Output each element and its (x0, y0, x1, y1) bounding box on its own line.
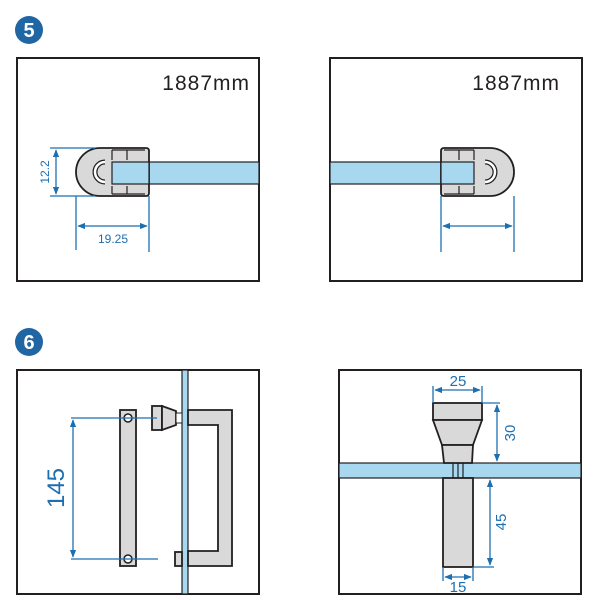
profile-seal (75, 147, 150, 197)
bottom-height-dimension: 45 (473, 479, 510, 568)
height-label: 12.2 (38, 160, 52, 184)
length-label: 1887mm (472, 72, 560, 95)
length-label: 1887mm (162, 72, 250, 95)
glass-panel (181, 369, 189, 595)
bottom-width-label: 15 (450, 579, 467, 596)
handle-side-panel: 25 30 45 15 (338, 369, 582, 596)
top-width-dimension: 25 (432, 373, 483, 403)
step-number: 5 (23, 20, 34, 42)
top-height-label: 30 (502, 425, 519, 442)
step-5-badge: 5 (15, 16, 43, 44)
profile-panel-right: 1887mm (329, 57, 583, 282)
spacing-label: 145 (43, 468, 70, 508)
profile-panel-left: 1887mm 12.2 19.25 (16, 57, 260, 282)
height-dimension: 12.2 (38, 147, 95, 197)
profile-seal (440, 147, 515, 197)
spacing-dimension: 145 (43, 417, 158, 560)
step-number: 6 (23, 332, 34, 354)
knob-profile (431, 402, 484, 568)
width-dimension (440, 196, 515, 252)
top-height-dimension: 30 (482, 402, 519, 462)
top-width-label: 25 (450, 373, 467, 390)
bottom-width-dimension: 15 (442, 567, 474, 596)
handle-bar-inner (119, 409, 137, 567)
width-dimension: 19.25 (75, 196, 150, 252)
width-label: 19.25 (98, 232, 128, 246)
handle-u-bar (174, 409, 233, 567)
handle-front-panel: 145 (16, 369, 260, 595)
glass-panel (338, 462, 582, 479)
step-6-badge: 6 (15, 328, 43, 356)
bottom-height-label: 45 (493, 514, 510, 531)
